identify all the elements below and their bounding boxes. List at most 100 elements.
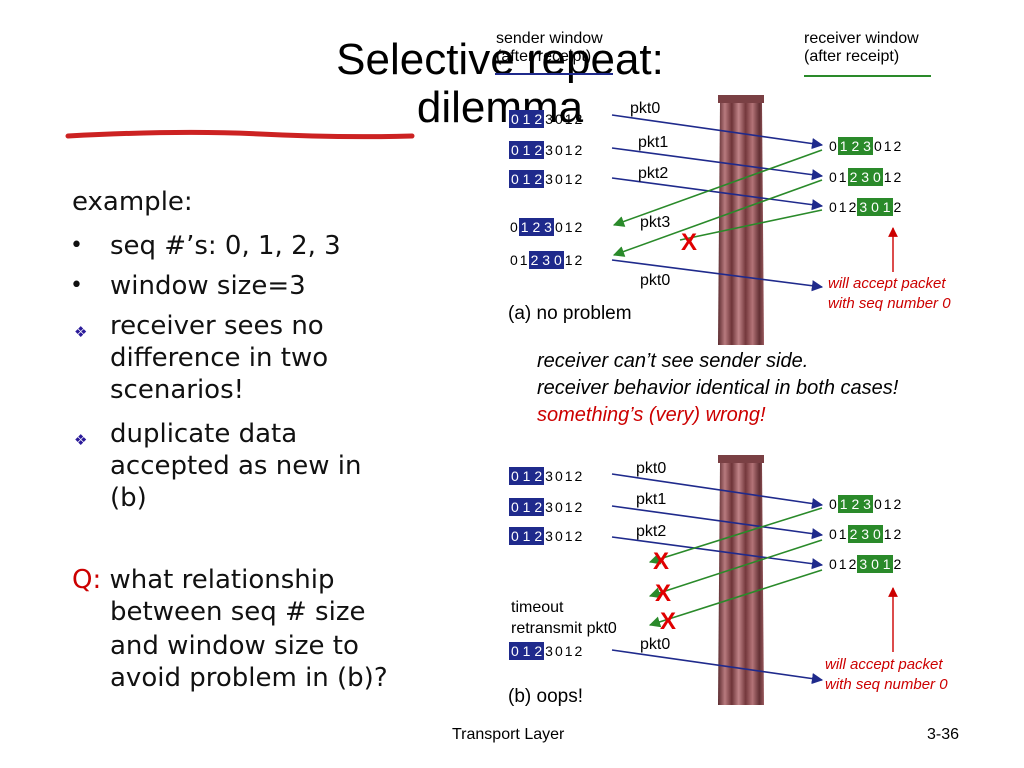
footer-center: Transport Layer [452,726,565,743]
diamond-text: duplicate data [110,419,298,449]
bullet-list: example: • seq #’s: 0, 1, 2, 3 • window … [70,0,430,768]
seq-number: 1 [838,199,847,215]
diamond-bullet-icon: ❖ [74,431,88,449]
a-pkt1-label: pkt1 [638,134,669,151]
seq-number: 1 [564,643,573,659]
b-ack-arrows [648,507,823,628]
a-pkt2-label: pkt2 [638,165,669,182]
middle-line-3: something’s (very) wrong! [537,404,766,426]
seq-number: 3 [545,142,553,158]
seq-number: 2 [574,528,583,544]
seq-number: 2 [574,111,583,127]
receiver-window-underline [804,75,931,77]
window-highlight: 1 2 3 [837,137,873,155]
diamond-bullet-icon: ❖ [74,323,88,341]
a-data-arrows [611,114,824,292]
bullet-text: window size=3 [110,271,306,301]
window-highlight: 1 2 3 [837,495,873,513]
footer-page-number: 3-36 [927,726,960,743]
b-accept-note-line1: will accept packet [825,656,943,673]
b-pkt0-retx-label: pkt0 [640,636,671,653]
seq-number: 0 [554,528,563,544]
seq-number: 2 [893,199,902,215]
b-timeout-note: timeout retransmit pkt0 [511,597,617,639]
question-text: what relationship [109,565,335,595]
seq-number: 3 [545,499,553,515]
diamond-item-1: ❖ receiver sees no [74,310,324,342]
question-line-4: avoid problem in (b)? [110,663,388,693]
seq-number: 1 [564,528,573,544]
curtain-b-icon [718,455,764,705]
seq-number: 1 [564,142,573,158]
seq-number: 2 [574,468,583,484]
slide-title: Selective repeat: dilemma [300,36,700,132]
window-highlight: 2 3 0 [847,168,883,186]
seq-number: 1 [883,169,892,185]
seq-number: 1 [883,496,892,512]
receiver-window-label-line2: (after receipt) [804,48,900,65]
sender-window-label-line1: sender window [496,30,603,47]
seq-number: 1 [564,252,573,268]
a-accept-note: will accept packet with seq number 0 [828,274,951,314]
example-heading: example: [72,187,193,217]
receiver-window-label: receiver window (after receipt) [804,30,919,66]
window-highlight: 3 0 1 [857,555,893,573]
bullet-item-window: • window size=3 [70,270,306,302]
seq-number: 2 [893,138,902,154]
sender-window-label: sender window (after receipt) [496,30,603,66]
seq-number: 0 [873,138,882,154]
b-data-arrows [611,473,824,685]
receiver-window-label-line1: receiver window [804,30,919,47]
seq-number: 0 [554,499,563,515]
bullet-dot-icon: • [70,233,83,258]
a-accept-note-line2: with seq number 0 [828,295,951,312]
window-highlight: 1 2 3 [518,218,554,236]
seq-number: 0 [554,142,563,158]
seq-number: 2 [574,171,583,187]
sender-window-underline [495,73,613,75]
window-highlight: 0 1 2 [509,467,545,485]
seq-number: 2 [848,556,857,572]
diamond-text: receiver sees no [110,311,324,341]
seq-number: 0 [829,169,837,185]
diamond-item-1-line2: difference in two [110,343,329,373]
b-caption: (b) oops! [508,686,583,707]
seq-number: 0 [829,496,837,512]
window-highlight: 3 0 1 [857,198,893,216]
window-highlight: 0 1 2 [509,141,545,159]
bullet-item-seq: • seq #’s: 0, 1, 2, 3 [70,230,341,262]
b-lost-mark-2-icon: X [655,580,672,607]
seq-number: 0 [510,219,518,235]
seq-number: 2 [574,252,583,268]
window-highlight: 2 3 0 [847,525,883,543]
window-highlight: 0 1 2 [509,170,545,188]
seq-number: 0 [554,111,563,127]
seq-number: 1 [883,138,892,154]
question-line-1: Q: what relationship [72,564,334,596]
window-highlight: 0 1 2 [509,110,545,128]
title-line-2: dilemma [416,83,584,132]
middle-explanation: receiver can’t see sender side. receiver… [537,348,898,429]
bullet-dot-icon: • [70,273,83,298]
b-lost-mark-1-icon: X [653,548,670,575]
question-line-3: and window size to [110,631,359,661]
a-pkt3-label: pkt3 [640,214,671,231]
seq-number: 3 [545,643,553,659]
seq-number: 0 [829,526,837,542]
seq-number: 1 [838,169,847,185]
seq-number: 1 [564,468,573,484]
seq-number: 2 [893,556,902,572]
seq-number: 3 [545,468,553,484]
diamond-item-1-line3: scenarios! [110,375,245,405]
seq-number: 3 [545,111,553,127]
